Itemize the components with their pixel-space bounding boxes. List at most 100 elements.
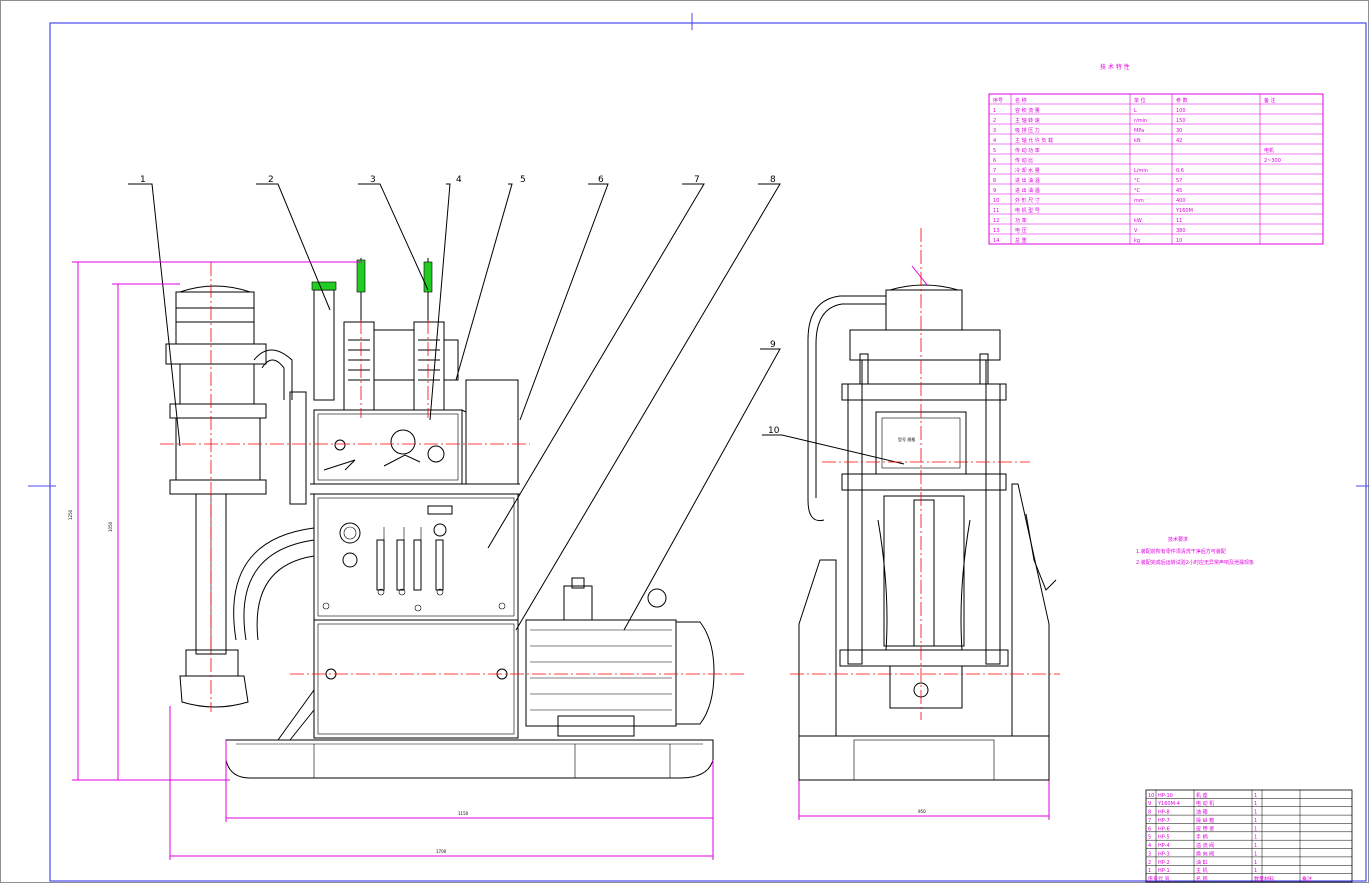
tech-note-1: 1.装配前所有零件须清洗干净后方可装配	[1136, 548, 1226, 555]
side-view: 型号 规格	[790, 228, 1060, 781]
tech-cell: 传 动 比	[1015, 157, 1033, 164]
bom-cell: HP-1	[1158, 868, 1170, 874]
tech-cell: kN	[1134, 138, 1141, 144]
tech-cell: 主 轴 允 许 负 载	[1015, 137, 1053, 144]
tech-cell: L	[1134, 108, 1137, 114]
bom-cell: 油 箱	[1196, 809, 1208, 816]
bom-cell: 10	[1148, 793, 1154, 799]
tech-cell: 冷 却 水 量	[1015, 167, 1040, 174]
bom-header-cell: 备注	[1302, 876, 1312, 883]
nameplate: 型号 规格	[898, 436, 915, 442]
bom-cell: 1	[1254, 860, 1257, 866]
tech-cell: 4	[993, 138, 996, 144]
part-label-2: 2	[268, 175, 274, 185]
tech-header-cell: 名 称	[1015, 97, 1027, 104]
tech-notes-title: 技术要求	[1168, 536, 1188, 543]
tech-cell: kg	[1134, 238, 1140, 244]
tech-cell: 总 重	[1015, 237, 1027, 244]
tech-cell: 9	[993, 188, 996, 194]
bom-header-cell: 名 称	[1196, 876, 1208, 883]
bom-cell: 9	[1148, 801, 1151, 807]
tech-table-title: 技 术 特 性	[1100, 63, 1130, 71]
tech-cell: L/min	[1134, 168, 1148, 174]
tech-cell: 1	[993, 108, 996, 114]
tech-cell: 400	[1176, 198, 1186, 204]
bom-cell: 电 动 机	[1196, 800, 1214, 807]
bom-cell: 8	[1148, 810, 1151, 816]
part-labels: 1 2 3 4 5 6 7 8 9 10	[140, 175, 780, 436]
tech-header-cell: 备 注	[1264, 97, 1276, 104]
tech-cell: 电 机 型 号	[1015, 207, 1040, 214]
tech-cell: 容 积 流 量	[1015, 107, 1040, 114]
tech-cell: 0.6	[1176, 168, 1184, 174]
part-label-3: 3	[370, 175, 376, 185]
tech-cell: kW	[1134, 218, 1142, 224]
bom-cell: 溢 流 阀	[1196, 842, 1214, 849]
bom-cell: 1	[1254, 826, 1257, 832]
tech-cell: 6	[993, 158, 996, 164]
tech-cell: 主 轴 转 速	[1015, 117, 1040, 124]
tech-header-cell: 单 位	[1134, 97, 1146, 104]
tech-cell: MPa	[1134, 128, 1144, 134]
front-view	[160, 258, 745, 779]
tech-cell: 12	[993, 218, 999, 224]
tech-header-cell: 序号	[993, 97, 1003, 104]
tech-cell: r/min	[1134, 118, 1147, 124]
tech-cell: mm	[1134, 198, 1144, 204]
bom-cell: HP-2	[1158, 860, 1170, 866]
bom-cell: 6	[1148, 826, 1151, 832]
bom-cell: 1	[1254, 818, 1257, 824]
tech-cell: 传 动 功 率	[1015, 147, 1040, 154]
tech-cell: 5	[993, 148, 996, 154]
bom-cell: Y160M-4	[1157, 801, 1180, 807]
bom-cell: 2	[1148, 860, 1151, 866]
tech-cell: V	[1134, 228, 1138, 234]
bom-cell: HP-5	[1158, 835, 1170, 841]
tech-cell: 57	[1176, 178, 1182, 184]
bom-cell: 机 座	[1196, 792, 1208, 799]
tech-cell: 14	[993, 238, 999, 244]
bom-cell: 1	[1254, 851, 1257, 857]
tech-notes: 技术要求 1.装配前所有零件须清洗干净后方可装配 2.装配完成后运转试验2小时应…	[1136, 536, 1254, 566]
tech-cell: Y160M	[1175, 208, 1193, 214]
bom-cell: 1	[1254, 868, 1257, 874]
tech-cell: 8	[993, 178, 996, 184]
dim-height-2: 1050	[108, 521, 113, 532]
tech-cell: 2~300	[1264, 158, 1281, 164]
bom-cell: 4	[1148, 843, 1151, 849]
bom-cell: 1	[1254, 835, 1257, 841]
part-label-7: 7	[694, 175, 700, 185]
tech-cell: 100	[1176, 108, 1186, 114]
dim-length-overall: 1700	[436, 849, 447, 854]
tech-cell: 380	[1176, 228, 1186, 234]
part-label-8: 8	[770, 175, 776, 185]
part-label-5: 5	[520, 175, 526, 185]
tech-cell: 7	[993, 168, 996, 174]
tech-note-2: 2.装配完成后运转试验2小时应无异常声响及泄漏现象	[1136, 559, 1254, 566]
bom-cell: HP-10	[1158, 793, 1173, 799]
tech-cell: 10	[993, 198, 999, 204]
dim-length-base: 1150	[458, 811, 469, 816]
tech-cell: 进 出 油 温	[1015, 177, 1040, 184]
part-label-6: 6	[598, 175, 604, 185]
bom-header-cell: 数量	[1254, 876, 1264, 883]
bom-cell: 1	[1254, 801, 1257, 807]
bom-cell: HP-3	[1158, 851, 1170, 857]
part-label-1: 1	[140, 175, 146, 185]
tech-cell: 42	[1176, 138, 1182, 144]
part-label-4: 4	[456, 175, 462, 185]
bom-header-cell: 代 号	[1158, 876, 1170, 883]
bom-header-cell: 材料	[1264, 876, 1274, 883]
bom-cell: 1	[1254, 843, 1257, 849]
tech-cell: 11	[993, 208, 999, 214]
bom-cell: 换 向 阀	[1196, 850, 1214, 857]
tech-cell: 电 压	[1015, 227, 1027, 234]
dim-width-side: 950	[918, 809, 926, 814]
bom-cell: 手 柄	[1196, 834, 1208, 841]
bom-cell: 油 缸	[1196, 859, 1208, 866]
bom-cell: 1	[1254, 810, 1257, 816]
